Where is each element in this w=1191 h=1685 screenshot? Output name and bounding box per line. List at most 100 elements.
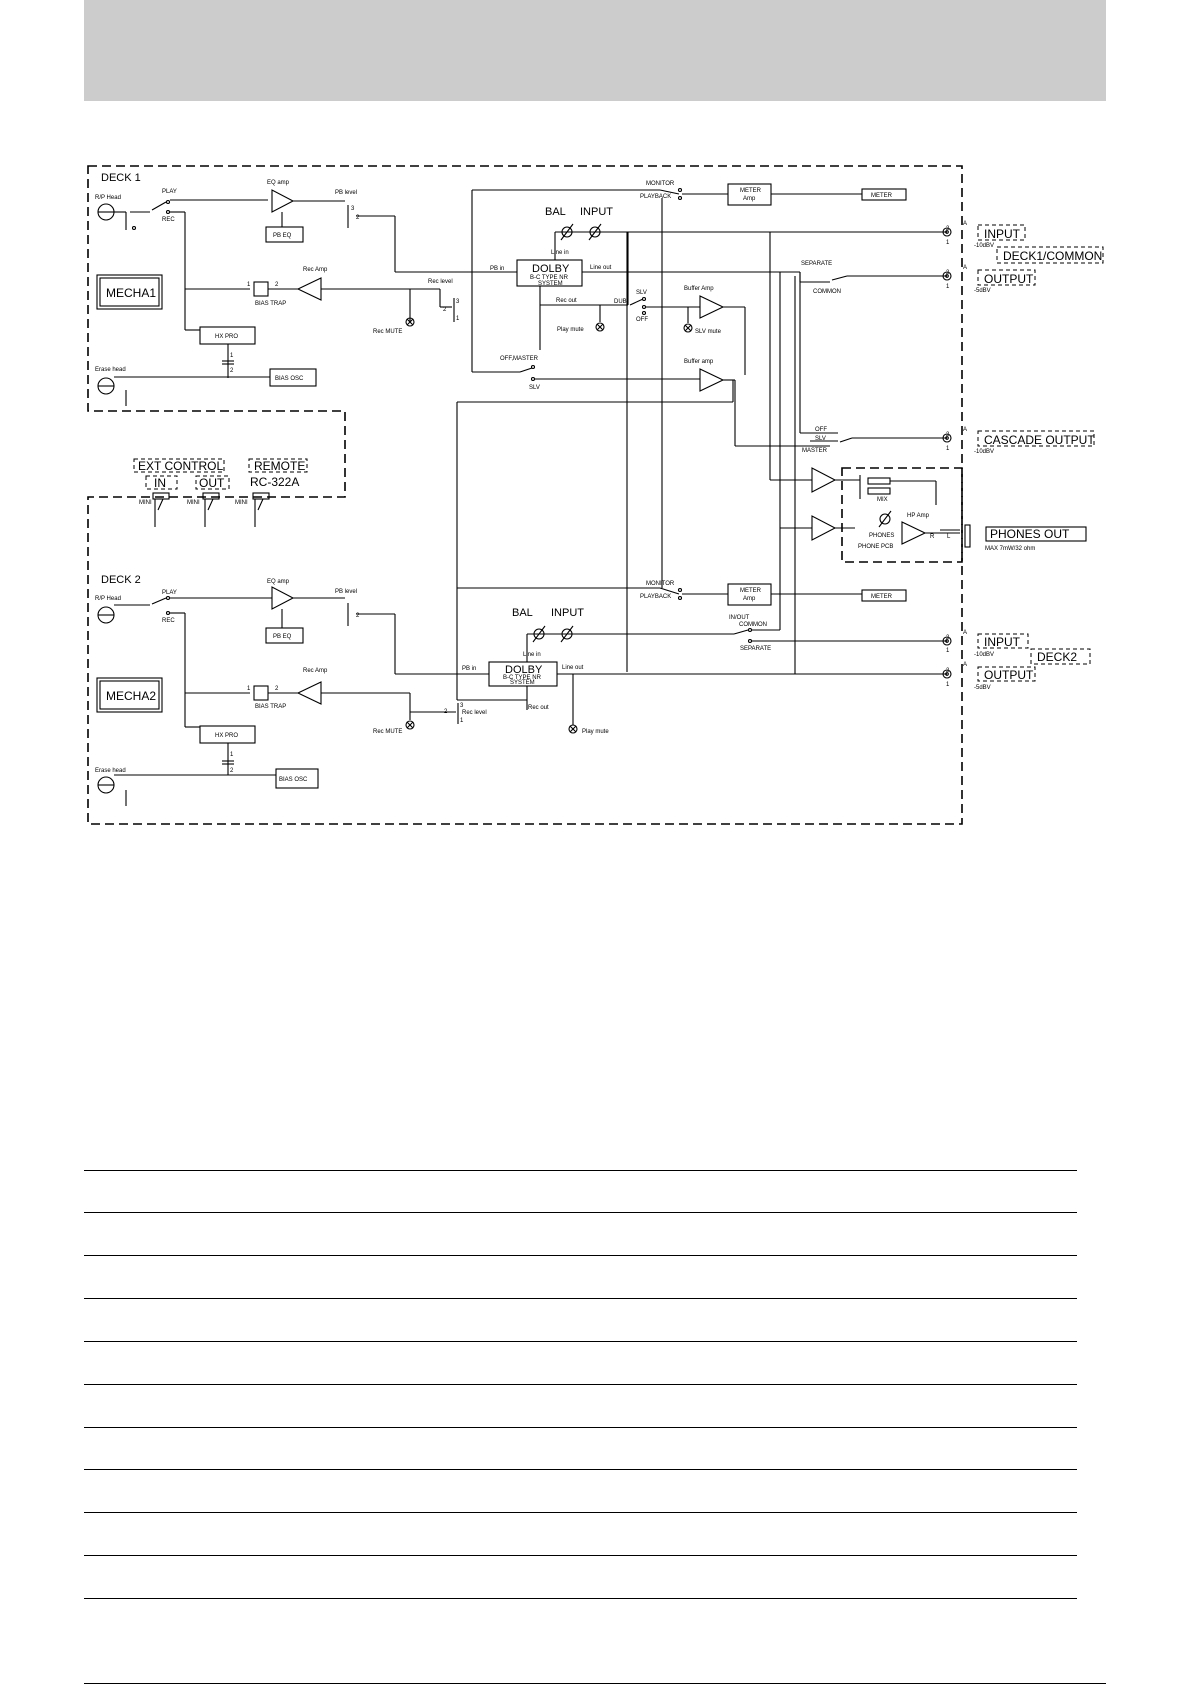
svg-text:BIAS OSC: BIAS OSC [275,376,304,382]
svg-text:MONITOR: MONITOR [646,181,675,187]
input-label-deck2: INPUT [984,635,1021,649]
mecha1-box [96,274,163,310]
svg-text:SEPARATE: SEPARATE [801,261,832,267]
rp-head-icon-2 [97,606,115,624]
svg-text:SEPARATE: SEPARATE [740,646,771,652]
svg-text:COMMON: COMMON [739,622,767,628]
svg-text:MASTER: MASTER [802,448,828,454]
rp-head-icon [97,203,115,221]
svg-text:COMMON: COMMON [813,289,841,295]
svg-text:BIAS OSC: BIAS OSC [279,777,308,783]
svg-text:OFF: OFF [636,317,648,323]
phones-out-label: PHONES OUT [990,527,1070,541]
svg-text:DOLBY: DOLBY [505,664,543,676]
ext-out-jack-icon [202,492,220,527]
erase-head-icon [97,377,115,395]
svg-text:A: A [963,427,967,433]
svg-text:R/P Head: R/P Head [95,596,121,602]
connector-cascade-output: A 2 1 [942,427,967,452]
svg-text:A: A [963,265,967,271]
svg-text:2: 2 [946,635,950,641]
output-label-deck1: OUTPUT [984,272,1034,286]
svg-text:IN: IN [154,476,166,490]
table-rule [84,1298,1077,1299]
svg-text:Line in: Line in [551,250,569,256]
svg-text:SYSTEM: SYSTEM [510,680,535,686]
svg-text:-5dBV: -5dBV [974,685,991,691]
table-rule [84,1469,1077,1470]
phone-pcb-boundary [841,467,963,563]
svg-text:PB in: PB in [462,666,476,672]
svg-text:Line out: Line out [562,665,584,671]
table-rule [84,1384,1077,1385]
svg-text:MAX 7mW/32 ohm: MAX 7mW/32 ohm [985,546,1035,552]
svg-text:SLV: SLV [815,436,826,442]
svg-text:DOLBY: DOLBY [532,263,570,275]
svg-text:1: 1 [946,648,950,654]
svg-text:PB in: PB in [490,266,504,272]
cascade-output-label: CASCADE OUTPUT [984,433,1095,447]
block-diagram: DECK 1 R/P Head PLAY REC EQ amp PB EQ PB… [87,165,1104,825]
svg-text:2: 2 [946,226,950,232]
svg-text:SLV: SLV [636,290,647,296]
svg-text:3: 3 [456,299,460,305]
svg-text:2: 2 [356,215,360,221]
svg-text:HX PRO: HX PRO [215,334,238,340]
svg-text:MINI: MINI [139,500,152,506]
svg-text:L: L [947,534,951,540]
table-rule [84,1427,1077,1428]
svg-text:3: 3 [351,206,355,212]
deck2-label: DECK2 [1037,650,1077,664]
output-label-deck2: OUTPUT [984,668,1034,682]
svg-text:Rec Amp: Rec Amp [303,267,328,273]
connector-input-deck2: A 2 1 [942,630,967,654]
svg-text:METER: METER [740,588,762,594]
svg-text:1: 1 [247,282,251,288]
svg-text:Erase head: Erase head [95,768,126,774]
svg-text:1: 1 [946,284,950,290]
remote-model: RC-322A [250,475,299,489]
svg-text:DUB: DUB [614,299,627,305]
svg-text:-10dBV: -10dBV [974,652,994,658]
svg-text:-5dBV: -5dBV [974,288,991,294]
svg-text:MINI: MINI [187,500,200,506]
table-rule [84,1512,1077,1513]
svg-text:Rec MUTE: Rec MUTE [373,729,402,735]
svg-text:2: 2 [443,307,447,313]
svg-text:MIX: MIX [877,497,888,503]
svg-text:Amp: Amp [743,196,756,202]
phones-out-label-box [985,526,1087,542]
svg-text:1: 1 [456,316,460,322]
svg-text:1: 1 [946,240,950,246]
ext-control-label: EXT CONTROL [138,459,223,473]
svg-text:Erase head: Erase head [95,367,126,373]
svg-text:A: A [963,221,967,227]
svg-text:A: A [963,630,967,636]
svg-text:-10dBV: -10dBV [974,449,994,455]
svg-text:EQ amp: EQ amp [267,579,290,585]
svg-text:1: 1 [230,752,234,758]
svg-text:1: 1 [946,446,950,452]
connector-input-deck1: A 2 1 [942,221,967,246]
table-rule [84,1555,1077,1556]
svg-text:HX PRO: HX PRO [215,733,238,739]
svg-text:OUT: OUT [199,476,225,490]
svg-text:Buffer amp: Buffer amp [684,359,714,365]
svg-text:A: A [963,662,967,668]
svg-text:Rec level: Rec level [462,710,487,716]
table-rule [84,1598,1077,1599]
svg-text:METER: METER [871,193,893,199]
svg-text:Amp: Amp [743,596,756,602]
deck1-title: DECK 1 [101,172,141,184]
mecha2-label: MECHA2 [106,689,156,703]
svg-text:R: R [930,534,935,540]
table-rule [84,1170,1077,1171]
deck1-common-label: DECK1/COMMON [1003,249,1102,263]
svg-text:PB level: PB level [335,190,357,196]
svg-text:IN/OUT: IN/OUT [729,615,750,621]
connector-output-deck2: A 2 1 [942,662,967,688]
svg-text:1: 1 [230,353,234,359]
svg-text:SYSTEM: SYSTEM [538,281,563,287]
svg-text:-10dBV: -10dBV [974,243,994,249]
svg-text:HP Amp: HP Amp [907,513,930,519]
